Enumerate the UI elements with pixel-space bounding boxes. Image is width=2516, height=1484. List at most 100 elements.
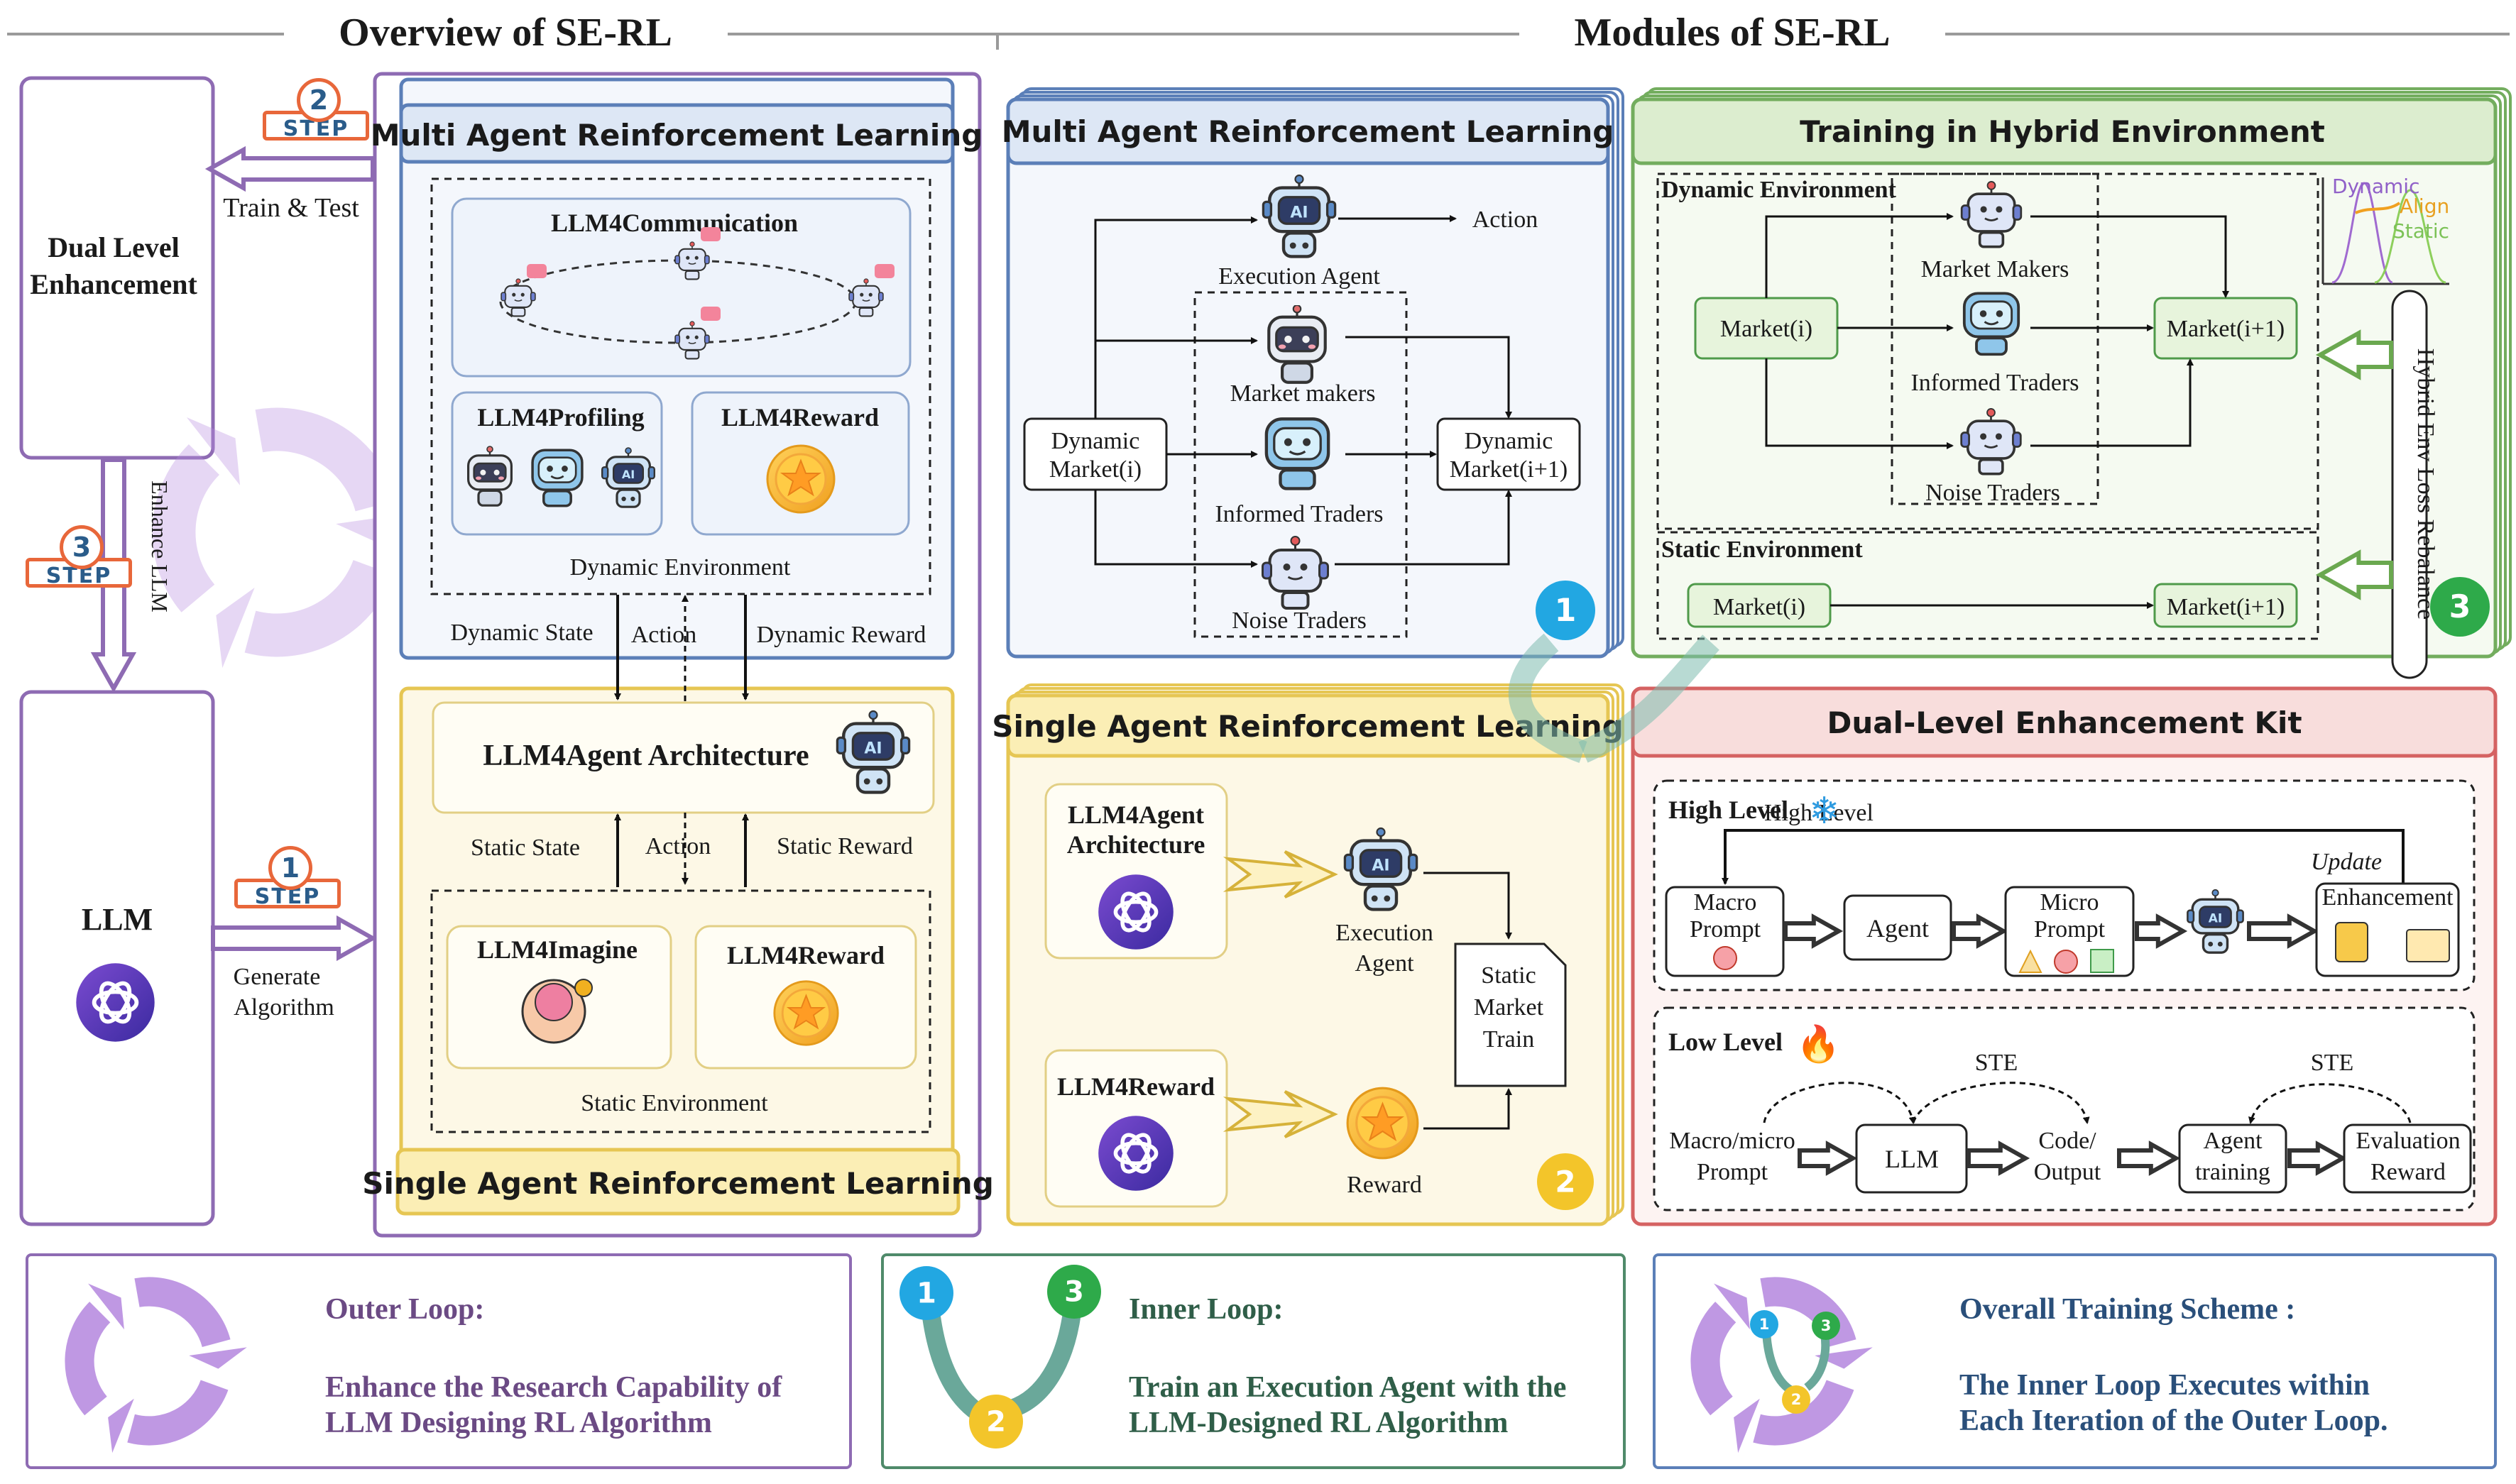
module-badge-1 (1536, 581, 1595, 640)
module-badge-3-number: 3 (2449, 589, 2471, 625)
execution-agent-label: Execution (1335, 920, 1433, 946)
market-makers-label: Market makers (1230, 380, 1376, 407)
generate-label: Algorithm (234, 994, 334, 1021)
inner-loop-badge-3-number: 3 (1064, 1276, 1084, 1309)
cycle-arrows-icon-head (88, 1283, 124, 1330)
inner-loop-title: Inner Loop: (1129, 1293, 1283, 1326)
circle-shape-icon (2054, 950, 2078, 974)
train-test-arrow (204, 145, 375, 192)
llm4comm-label: LLM4Communication (551, 209, 798, 237)
macro-prompt-label: Prompt (1690, 916, 1761, 942)
rebalance-box (2391, 290, 2428, 679)
reward-label: Reward (1347, 1172, 1422, 1198)
sarl-overview-title: Single Agent Reinforcement Learning (362, 1166, 994, 1201)
sarl-overview-titlebar (395, 1148, 961, 1216)
dual-level-label: Dual Level (48, 231, 180, 263)
llm4reward-label: LLM4Reward (721, 403, 879, 432)
chat-bubble-icon (701, 227, 721, 241)
bar-chart-icon (2406, 929, 2450, 962)
action-label: Action (1472, 207, 1538, 233)
rebalance-arrow (2315, 329, 2393, 380)
step-number: 3 (60, 525, 104, 569)
inner-loop-badge-2-number: 2 (986, 1406, 1006, 1439)
market-label: Market(i) (1713, 594, 1805, 620)
cycle-arrows-icon-head (1815, 1347, 1873, 1369)
fire-icon: 🔥 (1796, 1023, 1840, 1065)
action-label: Action (645, 833, 711, 859)
llm4reward-label: LLM4Reward (1057, 1072, 1215, 1101)
ste-loop-arrow (1912, 1082, 2090, 1124)
connector-line (1094, 490, 1258, 568)
static-market-label: Train (1483, 1026, 1534, 1052)
dual-level-label: Enhancement (30, 268, 197, 300)
connector-line (1765, 213, 1954, 298)
evaluation-reward-label: Evaluation (2356, 1128, 2460, 1154)
hybrid-module-title: Training in Hybrid Environment (1800, 114, 2325, 149)
circle-shape-icon (1713, 946, 1737, 970)
square-shape-icon (2090, 949, 2114, 973)
code-output-label: Code/ (2038, 1128, 2096, 1154)
informed-traders-label: Informed Traders (1910, 370, 2079, 396)
static-reward-label: Static Reward (777, 833, 913, 859)
openai-logo-icon (1098, 874, 1174, 950)
openai-logo-icon (76, 963, 154, 1041)
outer-loop-desc: Enhance the Research Capability of (325, 1371, 782, 1404)
cycle-arrows-icon (127, 1379, 229, 1446)
micro-prompt-label: Prompt (2034, 916, 2106, 942)
overall-badge-3-number: 3 (1821, 1317, 1832, 1334)
code-output-label: Output (2034, 1159, 2101, 1185)
overall-desc: The Inner Loop Executes within (1959, 1369, 2370, 1402)
cycle-arrows-icon (1690, 1302, 1736, 1416)
static-curve (2374, 189, 2446, 284)
overview-title: Overview of SE-RL (339, 11, 672, 55)
connector-line (1423, 1088, 1512, 1130)
agent-arch-label: LLM4Agent Architecture (483, 740, 809, 772)
agents-region (1193, 291, 1408, 638)
chevron-arrow-icon (1223, 850, 1338, 898)
inner-loop-badge-3 (1047, 1265, 1101, 1319)
outer-loop-bg-icon (152, 444, 220, 612)
coin-star-icon (1346, 1087, 1419, 1160)
cycle-arrows-icon (65, 1302, 111, 1416)
update-label: Update (2311, 849, 2382, 875)
noise-traders-label: Noise Traders (1925, 480, 2060, 506)
outer-loop-panel (26, 1253, 852, 1469)
cycle-arrows-icon-head (1734, 1398, 1760, 1453)
cycle-arrows-icon (134, 1277, 231, 1348)
dynamic-env-label: Dynamic Environment (1661, 177, 1897, 203)
llm4reward-label: LLM4Reward (727, 941, 885, 969)
market-i1-box (2153, 297, 2298, 360)
inner-loop-overlay-arrow (1508, 633, 1587, 764)
hybrid-agents-region (1891, 172, 2099, 505)
market-label: Market(i+1) (2167, 316, 2285, 342)
flow-arrow (1967, 1141, 2030, 1176)
openai-logo-icon (1098, 1116, 1174, 1191)
agent-arch-module-box (1044, 783, 1228, 960)
sarl-module-titlebar (1006, 693, 1610, 758)
outer-loop-bg-icon (244, 559, 394, 657)
enhancement-label: Enhancement (2321, 884, 2454, 911)
connector-line (1423, 872, 1512, 940)
evaluation-reward-label: Reward (2370, 1159, 2446, 1185)
enhancement-icon (2335, 922, 2368, 962)
agent-arch-box (432, 701, 935, 814)
noise-traders-label: Noise Traders (1232, 608, 1367, 634)
dynamic-state-label: Dynamic State (450, 620, 593, 646)
execution-agent-label: Agent (1355, 950, 1414, 977)
kit-agent-box (1843, 894, 1952, 961)
static-market-i1-box (2153, 583, 2298, 628)
action-label: Action (631, 622, 697, 648)
inner-loop-desc: Train an Execution Agent with the (1129, 1371, 1566, 1404)
inner-loop-arrow-icon (1804, 1334, 1830, 1391)
connector-line (1345, 336, 1512, 419)
dynamic-env-region (430, 177, 931, 595)
ste-label: STE (1975, 1050, 2018, 1076)
informed-traders-label: Informed Traders (1215, 501, 1383, 527)
marl-overview-title: Multi Agent Reinforcement Learning (371, 118, 983, 153)
coin-star-icon (766, 444, 836, 514)
agent-training-label: Agent (2203, 1128, 2263, 1154)
overall-badge-1 (1750, 1310, 1778, 1339)
agent-arch-label: Architecture (1067, 830, 1205, 859)
